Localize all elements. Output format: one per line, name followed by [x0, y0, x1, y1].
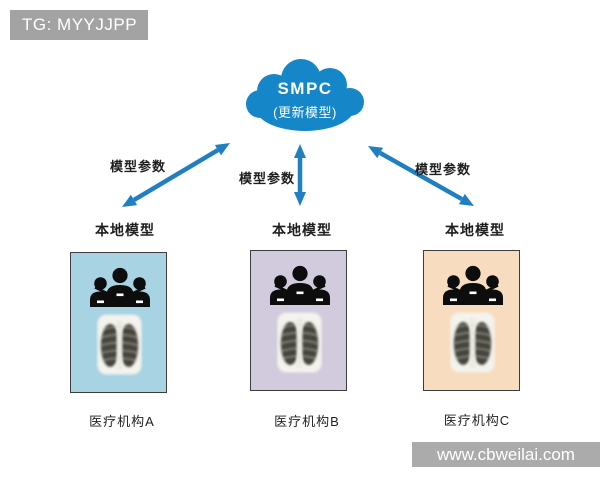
cloud-title: SMPC — [277, 79, 333, 98]
watermark-url: www.cbweilai.com — [412, 442, 600, 467]
institution-label-a: 医疗机构A — [89, 414, 155, 429]
model-params-label-left: 模型参数 — [109, 159, 166, 174]
chest-xray-image — [449, 311, 496, 374]
cloud-subtitle: (更新模型) — [273, 105, 337, 120]
model-params-label-right: 模型参数 — [414, 162, 471, 177]
local-model-label-b: 本地模型 — [272, 222, 332, 238]
arrow-left-icon — [122, 143, 230, 207]
institution-panel-b — [250, 250, 347, 391]
watermark-badge-top: TG: MYYJJPP — [10, 10, 148, 40]
local-model-label-c: 本地模型 — [445, 222, 505, 238]
cloud-icon — [246, 59, 364, 131]
institution-panel-c — [423, 250, 520, 391]
institution-panel-a — [70, 252, 167, 393]
chest-xray-image — [96, 313, 143, 376]
people-group-icon — [268, 264, 332, 307]
model-params-label-center: 模型参数 — [238, 171, 295, 186]
institution-label-b: 医疗机构B — [274, 414, 340, 429]
local-model-label-a: 本地模型 — [95, 222, 155, 238]
institution-label-c: 医疗机构C — [443, 413, 511, 428]
people-group-icon — [441, 264, 505, 307]
people-group-icon — [88, 266, 152, 309]
chest-xray-image — [276, 311, 323, 374]
smpc-cloud-node: SMPC (更新模型) — [238, 56, 372, 138]
